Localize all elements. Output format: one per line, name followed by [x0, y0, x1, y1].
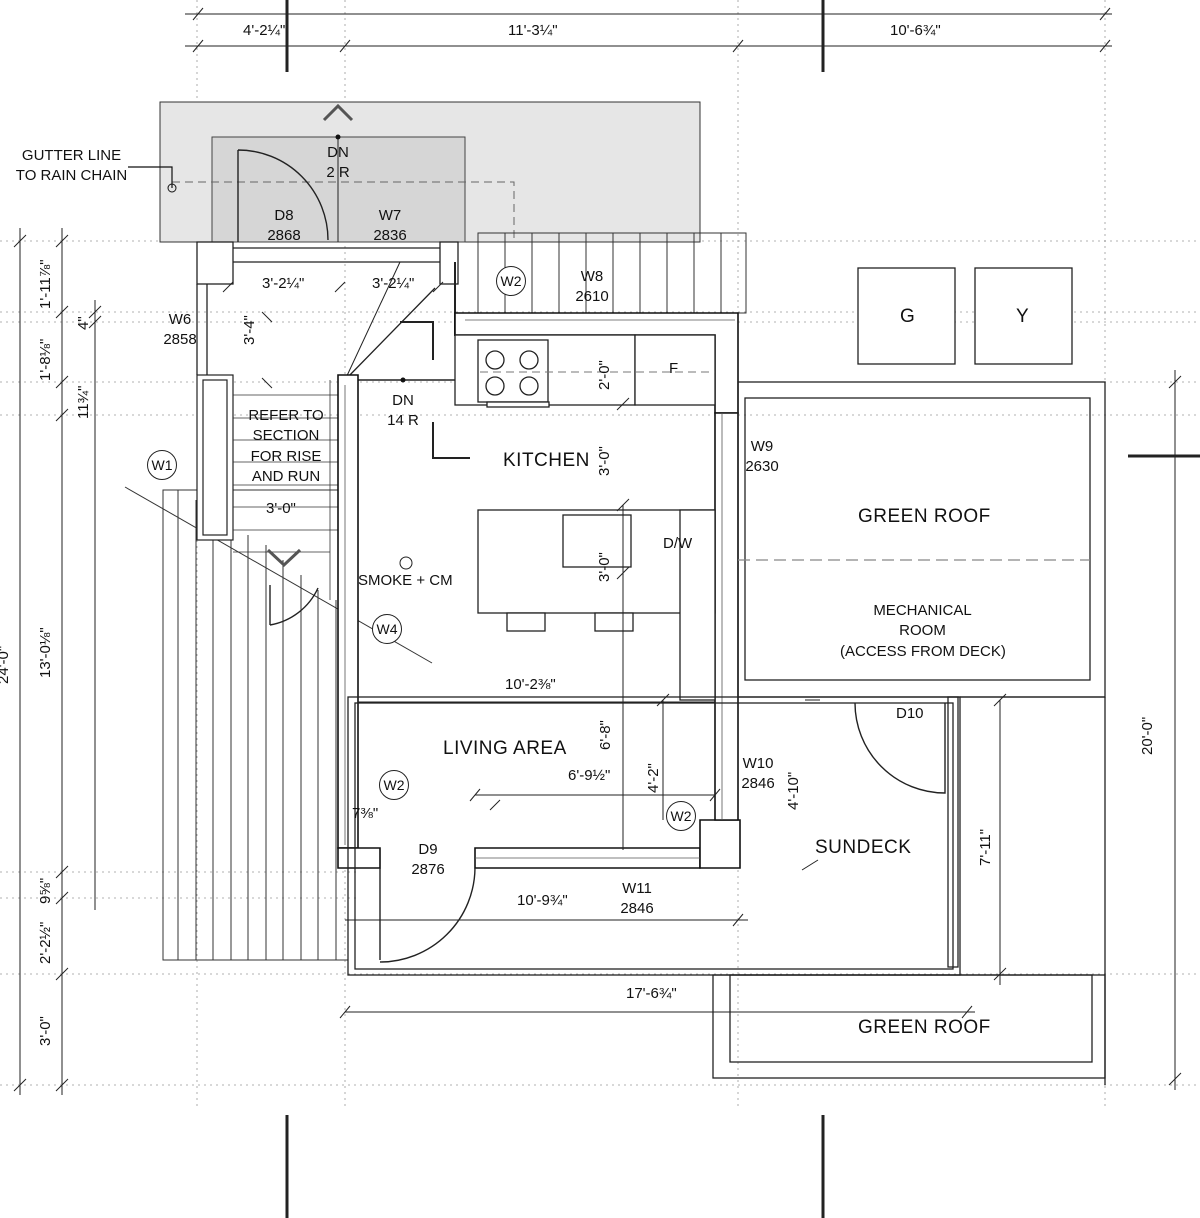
gutter-note: GUTTER LINE TO RAIN CHAIN [15, 147, 128, 185]
dim-deck-b: 7'-11" [977, 828, 994, 866]
door-d10-tag: D10 [896, 705, 924, 722]
door-d9-tag: D9 2876 [411, 841, 445, 879]
stair-down-arrow-icon [266, 548, 302, 568]
dim-left-5: 13'-0⅛" [37, 627, 54, 678]
green-roof-top-label: GREEN ROOF [858, 506, 991, 527]
dim-left-2: 4" [75, 316, 92, 330]
window-w9-tag: W9 2630 [745, 438, 779, 476]
dim-left-1: 1'-11⅞" [37, 259, 54, 309]
smoke-detector-icon [399, 556, 413, 570]
top-dimension-line [185, 7, 1112, 53]
window-w1-bubble: W1 [147, 450, 177, 480]
sundeck-label: SUNDECK [815, 837, 912, 858]
fridge-label: F [669, 360, 679, 377]
window-w6-tag: W6 2858 [163, 311, 197, 349]
dim-stair-b: 3'-2¼" [372, 275, 415, 292]
cooktop-icon [485, 350, 550, 408]
y-equipment-box [974, 267, 1073, 365]
kitchen-island [477, 509, 716, 701]
dim-kitchen-b: 3'-0" [596, 446, 613, 476]
living-area-label: LIVING AREA [443, 738, 567, 759]
up-arrow-icon [322, 103, 354, 122]
window-w2-living-bubble: W2 [379, 770, 409, 800]
smoke-cm-note: SMOKE + CM [358, 572, 453, 589]
dim-kitchen-a: 2'-0" [596, 360, 613, 390]
dim-deck-a: 4'-10" [785, 771, 802, 810]
dim-left-9: 3'-0" [37, 1016, 54, 1046]
g-equipment-box [857, 267, 956, 365]
stair-treads [233, 380, 338, 600]
stair-refer-note: REFER TO SECTION FOR RISE AND RUN [248, 407, 324, 485]
window-w7-tag: W7 2836 [373, 207, 407, 245]
door-d10-swing [854, 702, 946, 794]
window-w8-tag: W8 2610 [575, 268, 609, 306]
dim-bottom-a: 10'-9¾" [517, 892, 568, 909]
dim-stair-run: 3'-4" [241, 315, 258, 345]
dim-top-left: 4'-2¼" [243, 22, 286, 39]
window-w4-bubble: W4 [372, 614, 402, 644]
dim-living-width: 10'-2⅜" [505, 676, 556, 693]
right-rooms [347, 381, 1106, 1085]
dim-stair-a: 3'-2¼" [262, 275, 305, 292]
dim-right-total: 20'-0" [1139, 716, 1156, 755]
dim-left-7: 9⅝" [37, 877, 54, 904]
dim-living-depth: 6'-8" [597, 720, 614, 750]
dim-left-3: 1'-8⅛" [37, 338, 54, 381]
green-roof-bottom-label: GREEN ROOF [858, 1017, 991, 1038]
dishwasher-label: D/W [663, 535, 693, 552]
g-box-label: G [900, 306, 916, 327]
dim-left-6: 24'-0" [0, 645, 12, 684]
dim-left-4: 11¾" [75, 385, 92, 419]
door-d9-swing [379, 867, 476, 963]
y-box-label: Y [1016, 306, 1030, 327]
window-w2-right-bubble: W2 [666, 801, 696, 831]
left-dimension-line [13, 228, 102, 1095]
stair-walls [196, 374, 234, 541]
door-d8-tag: D8 2868 [267, 207, 301, 245]
gutter-leader [128, 166, 173, 188]
dim-small: 7⅜" [352, 805, 379, 822]
bottom-dimension-line [339, 913, 975, 1019]
gutter-line [172, 181, 515, 242]
dim-left-8: 2'-2½" [37, 921, 54, 964]
kitchen-counters [454, 334, 716, 406]
window-w11-tag: W11 2846 [620, 880, 654, 918]
section-marks [285, 0, 1200, 1218]
dim-stair-width: 3'-0" [266, 500, 296, 517]
dn-main-note: DN 14 R [387, 392, 419, 430]
dim-island: 3'-0" [596, 552, 613, 582]
door-d8-swing [237, 149, 329, 242]
window-w2-top-bubble: W2 [496, 266, 526, 296]
dim-living-b: 4'-2" [645, 763, 662, 793]
window-w10-tag: W10 2846 [741, 755, 775, 793]
dim-bottom-total: 17'-6¾" [626, 985, 677, 1002]
dn-top-note: DN 2 R [326, 144, 350, 182]
kitchen-label: KITCHEN [503, 450, 590, 471]
foyer-walls [196, 241, 459, 375]
dim-top-right: 10'-6¾" [890, 22, 941, 39]
left-deck-slats [162, 489, 349, 961]
mechanical-room-label: MECHANICAL ROOM (ACCESS FROM DECK) [840, 602, 1006, 660]
house-walls [337, 312, 741, 869]
dim-top-mid: 11'-3¼" [508, 22, 558, 39]
dim-living-a: 6'-9½" [568, 767, 611, 784]
right-dimension-line [993, 370, 1182, 1090]
